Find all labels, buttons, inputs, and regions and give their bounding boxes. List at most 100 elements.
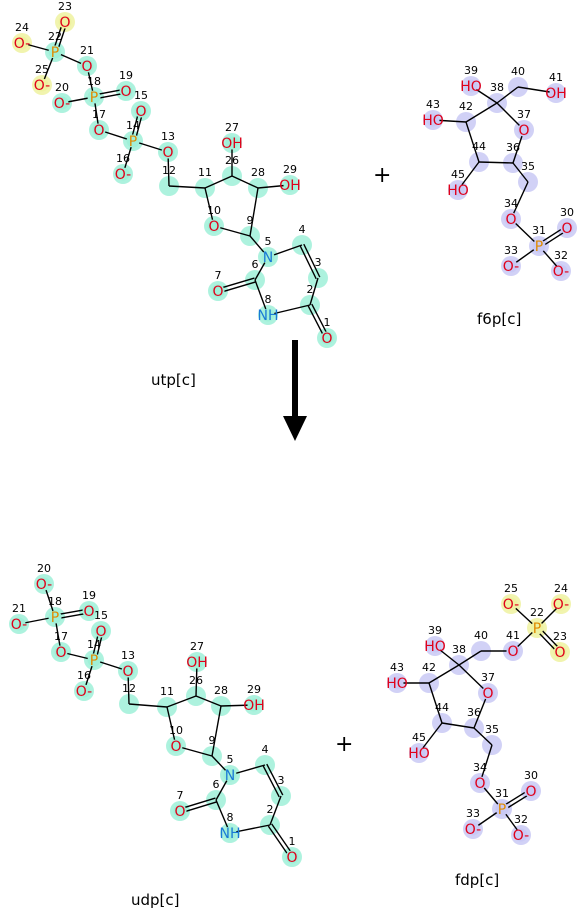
fdp-atom-symbol-45: HO (408, 746, 430, 762)
udp-bond-10-11 (166, 706, 177, 747)
udp-atom-number-18: 18 (48, 595, 62, 608)
udp-bond-1-2 (267, 825, 291, 859)
f6p-atom-number-40: 40 (511, 65, 525, 78)
fdp-bond-36-35 (473, 727, 493, 746)
fdp-atom-number-35: 35 (485, 723, 499, 736)
fdp-atom-bg-33 (466, 822, 480, 836)
utp-atom-bg-25 (35, 78, 49, 92)
fdp-atom-number-42: 42 (422, 661, 436, 674)
utp-atom-bg-20 (55, 96, 69, 110)
fdp-atom-number-40: 40 (474, 629, 488, 642)
fdp-atom-symbol-22: P (533, 621, 541, 637)
utp-atom-symbol-15: O (135, 104, 146, 120)
udp-atom-number-19: 19 (82, 589, 96, 602)
utp-atom-bg-24 (15, 36, 29, 50)
plus-sign-reactants: + (373, 163, 392, 188)
utp-atom-bg-27 (225, 136, 239, 150)
utp-atom-number-12: 12 (162, 164, 176, 177)
udp-atom-bg-15 (94, 624, 108, 638)
utp-atom-symbol-18: P (90, 90, 98, 106)
utp-bond-1-2 (307, 305, 326, 340)
utp-atom-number-6: 6 (252, 258, 259, 271)
f6p-atom-symbol-45: HO (447, 183, 469, 199)
utp-atom-symbol-19: O (120, 84, 131, 100)
f6p-atom-number-45: 45 (451, 168, 465, 181)
fdp-atom-number-23: 23 (553, 630, 567, 643)
udp-atom-number-21: 21 (12, 602, 26, 615)
udp-atom-symbol-10: O (170, 739, 181, 755)
udp-bond-8-2 (229, 824, 271, 834)
udp-atom-symbol-15: O (95, 624, 106, 640)
f6p-bond-38-40 (496, 86, 519, 104)
f6p-atom-number-35: 35 (521, 160, 535, 173)
udp-atom-symbol-27: OH (186, 655, 208, 671)
utp-atom-number-9: 9 (247, 214, 254, 227)
udp-atom-bg-10 (169, 739, 183, 753)
f6p-bond-34-35 (510, 181, 529, 220)
udp-atom-symbol-19: O (83, 604, 94, 620)
f6p-caption: f6p[c] (477, 310, 522, 328)
udp-atom-symbol-29: OH (243, 698, 265, 714)
fdp-caption: fdp[c] (455, 871, 500, 889)
utp-bond-1-2 (311, 303, 330, 338)
fdp-atom-symbol-43: HO (386, 676, 408, 692)
udp-atom-symbol-1: O (286, 850, 297, 866)
f6p-atom-bg-31 (532, 239, 546, 253)
utp-atom-number-22: 22 (48, 30, 62, 43)
utp-atom-symbol-24: O- (14, 36, 30, 52)
utp-atom-symbol-16: O- (115, 167, 131, 183)
utp-atom-number-5: 5 (265, 235, 272, 248)
utp-atom-symbol-1: O (321, 331, 332, 347)
udp-atom-bg-14 (87, 653, 101, 667)
utp-atom-bg-16 (116, 167, 130, 181)
fdp-atom-number-41: 41 (506, 629, 520, 642)
utp-atom-bg-22 (48, 45, 62, 59)
utp-atom-symbol-8: NH (258, 308, 279, 324)
udp-atom-bg-20 (37, 577, 51, 591)
f6p-atom-bg-39 (464, 79, 478, 93)
f6p-atom-number-39: 39 (464, 64, 478, 77)
fdp-bond-40-38 (458, 650, 482, 666)
utp-atom-number-16: 16 (116, 152, 130, 165)
utp-atom-symbol-25: O- (34, 78, 50, 94)
utp-bond-10-11 (204, 187, 215, 227)
udp-atom-symbol-16: O- (76, 684, 92, 700)
udp-atom-number-1: 1 (289, 835, 296, 848)
udp-atom-bg-7 (173, 804, 187, 818)
fdp-atom-symbol-31: P (498, 802, 506, 818)
fdp-atom-bg-25 (504, 597, 518, 611)
utp-bond-8-2 (267, 304, 311, 316)
utp-atom-bg-8 (261, 308, 275, 322)
udp-atom-number-2: 2 (267, 803, 274, 816)
f6p-atom-number-31: 31 (532, 224, 546, 237)
udp-atom-number-29: 29 (247, 683, 261, 696)
udp-atom-number-8: 8 (227, 811, 234, 824)
f6p-atom-symbol-31: P (535, 239, 543, 255)
fdp-atom-number-31: 31 (495, 787, 509, 800)
udp-bond-2-3 (269, 795, 282, 826)
f6p-atom-number-33: 33 (504, 244, 518, 257)
utp-atom-number-21: 21 (80, 44, 94, 57)
utp-atom-symbol-10: O (208, 219, 219, 235)
fdp-atom-symbol-37: O (482, 686, 493, 702)
fdp-atom-number-32: 32 (514, 813, 528, 826)
udp-atom-symbol-17: O (55, 645, 66, 661)
udp-bond-11-12 (128, 703, 168, 708)
utp-atom-number-20: 20 (55, 81, 69, 94)
udp-atom-number-13: 13 (121, 649, 135, 662)
fdp-bond-38-37 (458, 664, 489, 694)
udp-atom-number-27: 27 (190, 640, 204, 653)
udp-atom-bg-18 (48, 610, 62, 624)
utp-atom-bg-18 (87, 90, 101, 104)
utp-bond-2-3 (309, 277, 319, 306)
udp-atom-number-17: 17 (54, 630, 68, 643)
udp-atom-symbol-14: P (90, 653, 98, 669)
utp-atom-number-23: 23 (58, 0, 72, 13)
f6p-atom-bg-41 (549, 86, 563, 100)
utp-atom-number-2: 2 (307, 283, 314, 296)
fdp-atom-number-30: 30 (524, 769, 538, 782)
fdp-atom-bg-39 (428, 639, 442, 653)
fdp-atom-number-37: 37 (481, 671, 495, 684)
utp-bond-6-7 (217, 277, 255, 290)
